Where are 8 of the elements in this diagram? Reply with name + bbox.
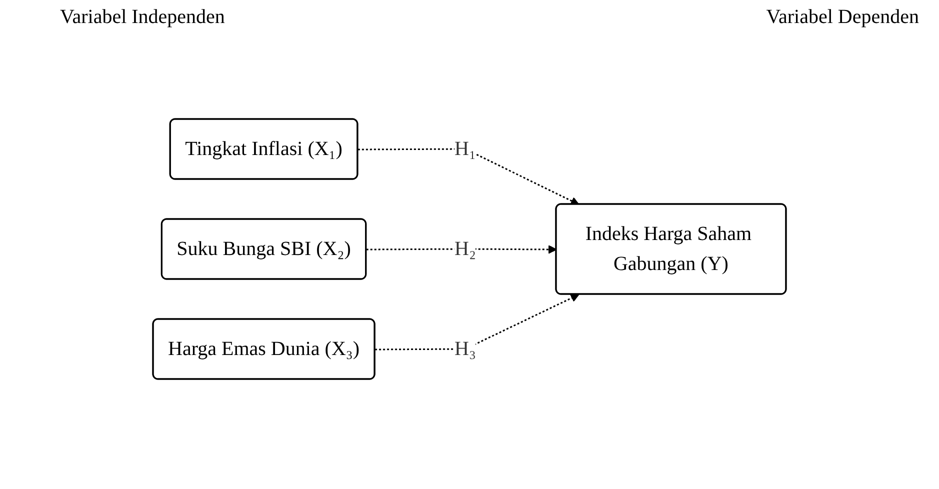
arrow (366, 245, 557, 254)
arrow (375, 294, 580, 350)
group-heading: Variabel Independen (60, 6, 225, 29)
edge-label: H₃ (454, 338, 476, 360)
group-heading: Variabel Dependen (766, 6, 919, 29)
edge-label: H₁ (454, 138, 476, 160)
arrow (358, 148, 580, 205)
edge-label: H₂ (454, 238, 476, 260)
